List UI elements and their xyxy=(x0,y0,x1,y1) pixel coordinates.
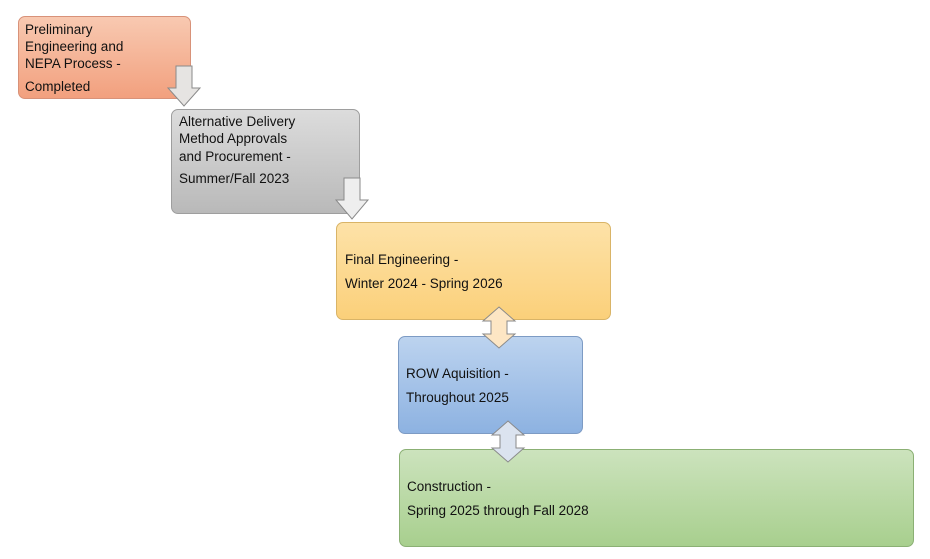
step-2-line-1: Alternative Delivery xyxy=(179,114,296,129)
step-3-line-2: Winter 2024 - Spring 2026 xyxy=(345,276,503,291)
step-3-line-1: Final Engineering - xyxy=(345,252,459,267)
step-1-line-2: Engineering and xyxy=(25,39,124,54)
step-4-line-1: ROW Aquisition - xyxy=(406,366,509,381)
down-arrow-icon xyxy=(334,177,370,220)
step-preliminary-engineering: Preliminary Engineering and NEPA Process… xyxy=(18,16,191,99)
up-down-arrow-icon xyxy=(481,306,517,349)
down-arrow-icon xyxy=(166,65,202,107)
step-construction: Construction - Spring 2025 through Fall … xyxy=(399,449,914,547)
step-row-acquisition: ROW Aquisition - Throughout 2025 xyxy=(398,336,583,434)
step-5-line-2: Spring 2025 through Fall 2028 xyxy=(407,503,589,518)
step-1-line-4: Completed xyxy=(25,79,91,94)
step-4-line-2: Throughout 2025 xyxy=(406,390,509,405)
step-5-line-1: Construction - xyxy=(407,479,492,494)
step-2-line-2: Method Approvals xyxy=(179,131,288,146)
up-down-arrow-icon xyxy=(490,420,526,463)
step-1-line-1: Preliminary xyxy=(25,22,93,37)
step-2-line-3: and Procurement - xyxy=(179,149,291,164)
step-1-line-3: NEPA Process - xyxy=(25,56,121,71)
step-2-line-4: Summer/Fall 2023 xyxy=(179,171,290,186)
step-alternative-delivery: Alternative Delivery Method Approvals an… xyxy=(171,109,360,214)
step-final-engineering: Final Engineering - Winter 2024 - Spring… xyxy=(336,222,611,320)
